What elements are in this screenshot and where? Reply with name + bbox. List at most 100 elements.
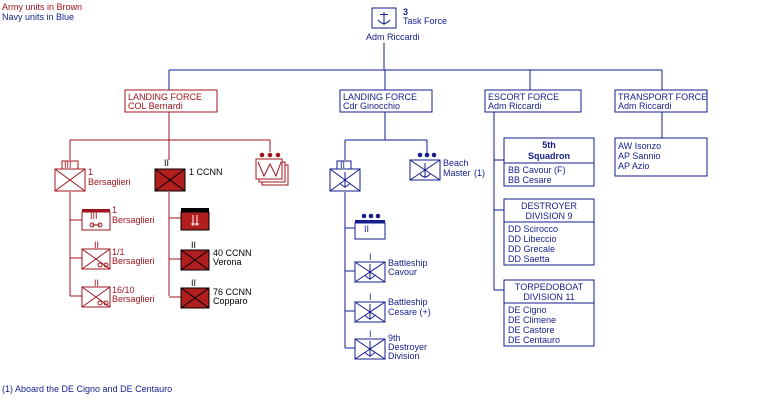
- naval-landing-size: II: [340, 160, 345, 170]
- ccnn-sub-3: II 76 CCNN Copparo: [180, 278, 252, 309]
- beach-master-note: (1): [474, 168, 485, 178]
- bersaglieri-sub-2-number: 1/1: [112, 247, 125, 257]
- naval-sub-4-line3: Division: [388, 351, 420, 361]
- army-support-unit: [255, 152, 289, 186]
- transport-force-title: TRANSPORT FORCE: [618, 92, 707, 102]
- bersaglieri-number: 1: [88, 167, 93, 177]
- transport-ships-box: AW Isonzo AP Sannio AP Azio: [614, 112, 708, 177]
- bersaglieri-sub-3: II 16/10 Bersaglieri: [81, 278, 155, 308]
- naval-sub-3-line2: Cesare (+): [388, 307, 431, 317]
- transport-force-box: TRANSPORT FORCE Adm Riccardi: [614, 89, 708, 113]
- anchor-icon: [377, 12, 391, 25]
- top-connectors: [168, 43, 663, 90]
- beach-master-name2: Master: [443, 168, 471, 178]
- ccnn-sub-3-name: 76 CCNN: [213, 287, 252, 297]
- landing-force-army-box: LANDING FORCE COL Bernardi: [124, 89, 218, 113]
- bersaglieri-sub-2: II 1/1 Bersaglieri: [81, 240, 155, 270]
- landing-force-navy-commander: Cdr Ginocchio: [343, 101, 400, 111]
- naval-sub-4: I 9th Destroyer Division: [354, 329, 427, 361]
- naval-sub-4-size: I: [369, 329, 372, 339]
- naval-sub-2-line1: Battleship: [388, 258, 428, 268]
- transport-force-commander: Adm Riccardi: [618, 101, 672, 111]
- transport-ship-3: AP Azio: [618, 161, 649, 171]
- landing-force-navy-box: LANDING FORCE Cdr Ginocchio: [339, 89, 433, 113]
- destroyer-ship-3: DD Grecale: [508, 244, 555, 254]
- bersaglieri-sub-2-size: II: [94, 240, 99, 250]
- ccnn-battalion: II 1 CCNN: [154, 158, 223, 192]
- motorcycle-icon: [89, 222, 103, 228]
- squadron-5-title2: Squadron: [528, 151, 570, 161]
- naval-sub-2-size: I: [369, 252, 372, 262]
- ccnn-sub-2-size: II: [191, 240, 196, 250]
- footnote: (1) Aboard the DE Cigno and DE Centauro: [2, 384, 172, 394]
- naval-landing-battalion: II: [329, 160, 361, 192]
- naval-sub-3-line1: Battleship: [388, 297, 428, 307]
- destroyer-division-title2: DIVISION 9: [525, 211, 572, 221]
- legend-navy: Navy units in Blue: [2, 12, 74, 22]
- torpedoboat-ship-4: DE Centauro: [508, 335, 560, 345]
- anchor-icon: [339, 172, 351, 188]
- bersaglieri-sub-3-number: 16/10: [112, 285, 135, 295]
- naval-sub-2-line2: Cavour: [388, 267, 417, 277]
- torpedoboat-ship-1: DE Cigno: [508, 305, 547, 315]
- destroyer-ship-2: DD Libeccio: [508, 234, 557, 244]
- ccnn-sub-2-name: 40 CCNN: [213, 248, 252, 258]
- blackshirt-hq-icon: [180, 211, 210, 231]
- landing-force-army-commander: COL Bernardi: [128, 101, 183, 111]
- anchor-icon: [364, 341, 376, 357]
- naval-hq-icon: [354, 222, 386, 240]
- torpedoboat-division-box: TORPEDOBOAT DIVISION 11 DE Cigno DE Clim…: [503, 279, 595, 347]
- legend-army: Army units in Brown: [2, 2, 82, 12]
- ccnn-size: II: [164, 158, 169, 168]
- anchor-icon: [364, 264, 376, 280]
- anchor-icon: [419, 163, 431, 178]
- bersaglieri-sub-1: III 1 Bersaglieri: [81, 205, 155, 231]
- naval-sub-3-size: I: [369, 292, 372, 302]
- escort-connectors: [493, 112, 504, 291]
- destroyer-division-title1: DESTROYER: [521, 201, 578, 211]
- squadron-5-ship-2: BB Cesare: [508, 175, 552, 185]
- ccnn-sub-3-size: II: [191, 278, 196, 288]
- ccnn-name: 1 CCNN: [189, 167, 223, 177]
- bersaglieri-sub-1-number: 1: [112, 205, 117, 215]
- beach-master-name: Beach: [443, 158, 469, 168]
- ccnn-sub-2-place: Verona: [213, 257, 242, 267]
- naval-sub-2: I Battleship Cavour: [354, 252, 428, 283]
- naval-sub-4-line1: 9th: [388, 333, 401, 343]
- bersaglieri-sub-3-name: Bersaglieri: [112, 294, 155, 304]
- destroyer-division-box: DESTROYER DIVISION 9 DD Scirocco DD Libe…: [503, 198, 595, 266]
- squadron-5-title1: 5th: [542, 140, 556, 150]
- squadron-5-ship-1: BB Cavour (F): [508, 165, 566, 175]
- anchor-icon: [364, 304, 376, 320]
- task-force-node: 3 Task Force Adm Riccardi: [366, 7, 447, 42]
- transport-ship-1: AW Isonzo: [618, 141, 661, 151]
- landing-force-navy-title: LANDING FORCE: [343, 92, 417, 102]
- torpedoboat-ship-3: DE Castore: [508, 325, 555, 335]
- naval-sub-4-line2: Destroyer: [388, 342, 427, 352]
- bersaglieri-name: Bersaglieri: [88, 177, 131, 187]
- torpedoboat-division-title2: DIVISION 11: [523, 292, 574, 302]
- naval-sub-1-size: II: [364, 224, 369, 234]
- naval-sub-3: I Battleship Cesare (+): [354, 292, 431, 323]
- landing-force-army-title: LANDING FORCE: [128, 92, 202, 102]
- bersaglieri-size: III: [64, 160, 72, 170]
- bersaglieri-sub-1-size: III: [90, 211, 98, 221]
- task-force-number: 3: [403, 7, 408, 17]
- ccnn-sub-1: [180, 208, 210, 231]
- bersaglieri-sub-3-size: II: [94, 278, 99, 288]
- ccnn-sub-3-place: Copparo: [213, 296, 248, 306]
- bersaglieri-sub-2-name: Bersaglieri: [112, 256, 155, 266]
- escort-force-box: ESCORT FORCE Adm Riccardi: [484, 89, 582, 113]
- squadron-5-box: 5th Squadron BB Cavour (F) BB Cesare: [503, 137, 595, 187]
- task-force-name: Task Force: [403, 16, 447, 26]
- bersaglieri-regiment: III 1 Bersaglieri: [54, 160, 131, 192]
- transport-ship-2: AP Sannio: [618, 151, 660, 161]
- destroyer-ship-4: DD Saetta: [508, 254, 550, 264]
- naval-landing-connectors: [344, 112, 428, 349]
- bersaglieri-sub-1-name: Bersaglieri: [112, 215, 155, 225]
- task-force-commander: Adm Riccardi: [366, 32, 420, 42]
- torpedoboat-division-title1: TORPEDOBOAT: [515, 282, 584, 292]
- naval-sub-1: II: [354, 213, 386, 240]
